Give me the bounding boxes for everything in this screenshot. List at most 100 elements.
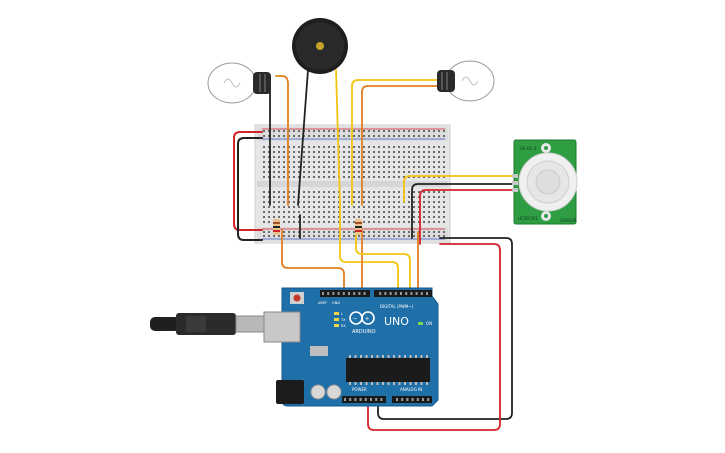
breadboard-hole [348, 221, 350, 223]
breadboard-hole [403, 171, 405, 173]
breadboard-hole [418, 146, 420, 148]
breadboard-hole [313, 151, 315, 153]
breadboard-hole [413, 176, 415, 178]
digital-label: DIGITAL (PWM~) [380, 304, 414, 309]
breadboard-hole [273, 196, 275, 198]
breadboard-hole [293, 161, 295, 163]
pir-sensor[interactable]: SR-HC-3 HCSR-501 SENSOR [512, 139, 578, 225]
header-pin [401, 398, 404, 401]
breadboard-hole [433, 231, 435, 233]
breadboard-hole [333, 146, 335, 148]
header-pin [427, 398, 430, 401]
breadboard-hole [288, 171, 290, 173]
breadboard-hole [418, 235, 420, 237]
breadboard-hole [268, 156, 270, 158]
chip-leg [376, 355, 379, 358]
header-pin [332, 292, 335, 295]
breadboard-hole [388, 171, 390, 173]
breadboard-hole [358, 161, 360, 163]
chip-leg [365, 355, 368, 358]
breadboard-hole [443, 146, 445, 148]
breadboard-hole [378, 135, 380, 137]
chip-leg [365, 382, 368, 385]
breadboard-hole [263, 166, 265, 168]
breadboard-hole [418, 130, 420, 132]
light-bulb-left[interactable] [207, 62, 271, 104]
breadboard-hole [273, 206, 275, 208]
breadboard-hole [348, 191, 350, 193]
wire-yellow-buzzer [335, 69, 341, 206]
breadboard-hole [378, 206, 380, 208]
breadboard-hole [388, 146, 390, 148]
breadboard-hole [288, 216, 290, 218]
breadboard-hole [418, 191, 420, 193]
breadboard-hole [398, 130, 400, 132]
breadboard-hole [408, 151, 410, 153]
breadboard-hole [268, 211, 270, 213]
breadboard-hole [348, 130, 350, 132]
breadboard-hole [418, 231, 420, 233]
wire-black-left [237, 137, 263, 241]
breadboard-hole [403, 221, 405, 223]
breadboard-hole [383, 130, 385, 132]
piezo-buzzer[interactable] [292, 18, 348, 74]
breadboard-hole [413, 211, 415, 213]
breadboard-hole [283, 176, 285, 178]
chip-leg [398, 355, 401, 358]
header-pin [327, 292, 330, 295]
breadboard-hole [268, 161, 270, 163]
light-bulb-right[interactable] [437, 60, 495, 102]
breadboard-hole [353, 135, 355, 137]
resistor-left[interactable] [273, 219, 280, 235]
arduino-uno-board[interactable]: − + ARDUINO UNO DIGITAL (PWM~) POWER ANA… [263, 287, 439, 407]
arduino-model-label: UNO [384, 315, 409, 328]
chip-leg [382, 355, 384, 358]
breadboard-hole [438, 171, 440, 173]
breadboard-hole [393, 216, 395, 218]
breadboard-hole [418, 135, 420, 137]
breadboard-hole [313, 196, 315, 198]
header-pin [364, 398, 367, 401]
breadboard-hole [313, 216, 315, 218]
breadboard-hole [323, 231, 325, 233]
breadboard-hole [278, 130, 280, 132]
resistor-right[interactable] [355, 219, 362, 235]
breadboard-hole [268, 201, 270, 203]
chip-leg [420, 382, 423, 385]
breadboard-hole [303, 171, 305, 173]
rx-label: RX [341, 324, 346, 328]
breadboard-hole [323, 166, 325, 168]
breadboard-hole [313, 135, 315, 137]
breadboard-hole [373, 130, 375, 132]
breadboard-hole [383, 196, 385, 198]
breadboard-hole [438, 135, 440, 137]
breadboard-hole [293, 146, 295, 148]
breadboard-hole [383, 211, 385, 213]
power-jack[interactable] [276, 380, 304, 404]
breadboard-hole [423, 216, 425, 218]
breadboard-hole [303, 206, 305, 208]
breadboard-hole [268, 191, 270, 193]
breadboard-hole [273, 176, 275, 178]
breadboard-hole [293, 135, 295, 137]
digital-header-left [320, 290, 370, 297]
breadboard-hole [323, 130, 325, 132]
usb-port[interactable] [263, 311, 301, 343]
breadboard-hole [398, 196, 400, 198]
breadboard-hole [323, 135, 325, 137]
breadboard-hole [263, 130, 265, 132]
breadboard-hole [293, 216, 295, 218]
breadboard-hole [298, 171, 300, 173]
breadboard-hole [433, 216, 435, 218]
breadboard-hole [418, 221, 420, 223]
l-label: L [341, 312, 343, 316]
breadboard-hole [273, 201, 275, 203]
header-pin [389, 292, 392, 295]
breadboard-hole [368, 171, 370, 173]
breadboard-hole [308, 176, 310, 178]
breadboard-hole [368, 221, 370, 223]
breadboard-hole [298, 235, 300, 237]
atmega-chip [346, 358, 430, 382]
breadboard-hole [333, 201, 335, 203]
breadboard-hole [338, 130, 340, 132]
